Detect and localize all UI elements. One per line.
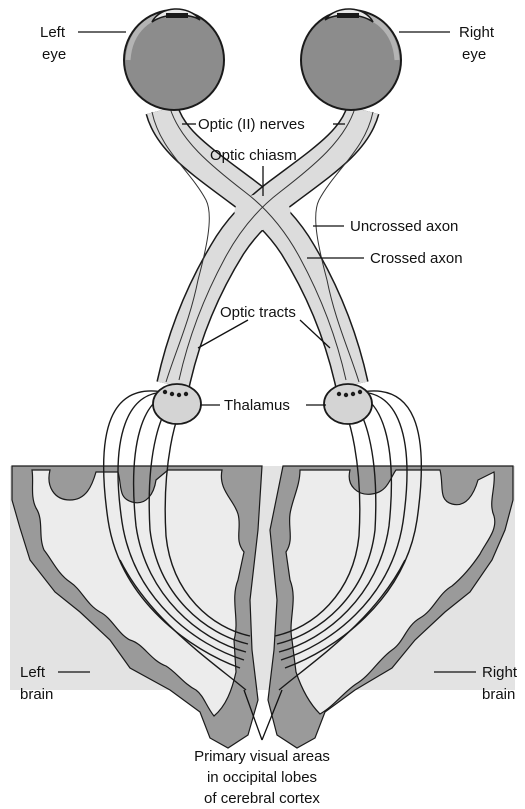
optic-chiasm-label: Optic chiasm [210,147,297,164]
visual-areas-label-line1: Primary visual areas [194,748,330,765]
visual-areas-label-line2: in occipital lobes [207,769,317,786]
left-eyeball [124,9,224,110]
right-thalamus [324,384,372,424]
left-thalamus [153,384,201,424]
chiasm-join [235,194,291,230]
optic-nerves-label: Optic (II) nerves [198,116,305,133]
optic-tracts-label: Optic tracts [220,304,296,321]
crossed-axon-label: Crossed axon [370,250,463,267]
left-eye-label-line1: Left [40,24,66,41]
left-brain-label-line2: brain [20,686,53,703]
visual-areas-label-line3: of cerebral cortex [204,790,320,807]
right-brain-label-line1: Right [482,664,518,681]
right-brain-label-line2: brain [482,686,515,703]
left-eye-label-line2: eye [42,46,66,63]
right-eye-label-line2: eye [462,46,486,63]
right-eyeball [301,9,401,110]
thalamus-label: Thalamus [224,397,290,414]
brain-region [10,466,515,748]
uncrossed-axon-label: Uncrossed axon [350,218,458,235]
right-eye-label-line1: Right [459,24,495,41]
left-brain-label-line1: Left [20,664,46,681]
